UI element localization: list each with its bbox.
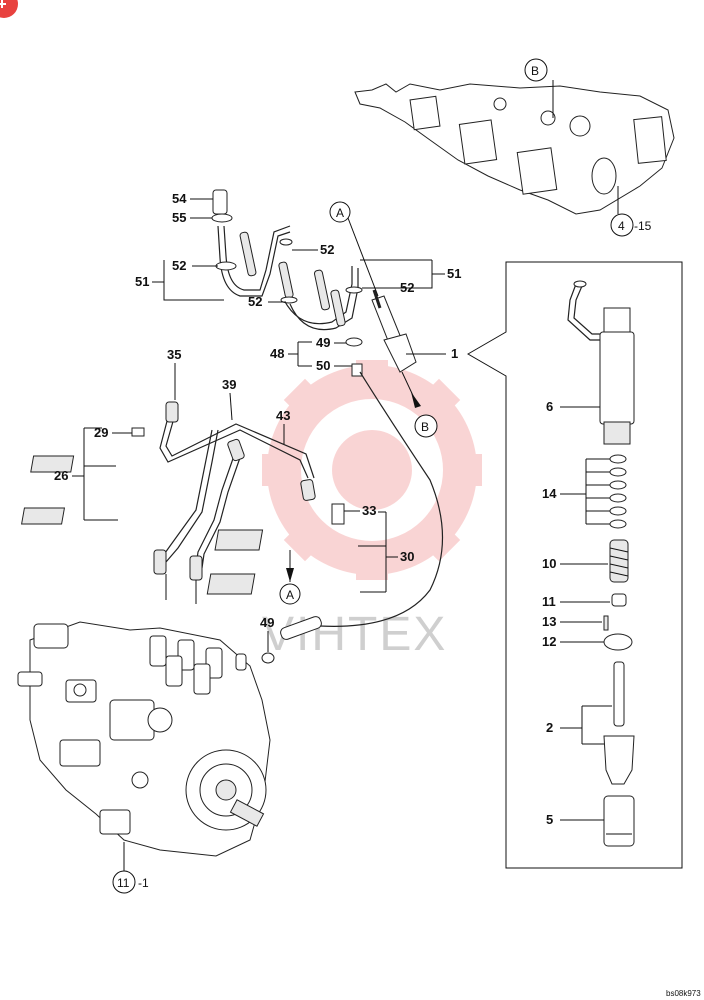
label-5: 5 xyxy=(546,812,553,827)
label-10: 10 xyxy=(542,556,556,571)
label-26: 26 xyxy=(54,468,68,483)
svg-text:11: 11 xyxy=(117,876,130,890)
injection-pump-drawing xyxy=(17,621,271,857)
injector-parts-drawing xyxy=(567,280,635,847)
label-14: 14 xyxy=(542,486,557,501)
label-54: 54 xyxy=(172,191,187,206)
svg-text:B: B xyxy=(421,420,429,434)
label-49-lower: 49 xyxy=(260,615,274,630)
label-33: 33 xyxy=(362,503,376,518)
svg-text:-15: -15 xyxy=(634,219,652,233)
svg-text:A: A xyxy=(336,206,344,220)
label-6: 6 xyxy=(546,399,553,414)
pipe-clamp-left-drawing xyxy=(21,427,145,525)
label-49-upper: 49 xyxy=(316,335,330,350)
label-12: 12 xyxy=(542,634,556,649)
svg-text:-1: -1 xyxy=(138,876,149,890)
label-35: 35 xyxy=(167,347,181,362)
injector-exploded-box xyxy=(467,261,683,869)
label-52-left: 52 xyxy=(172,258,186,273)
label-52-bottom: 52 xyxy=(248,294,262,309)
label-29: 29 xyxy=(94,425,108,440)
ref-head-4-15: 4 -15 xyxy=(610,213,652,237)
label-52-top-right: 52 xyxy=(320,242,334,257)
drawing-code: bs08k973 xyxy=(666,989,701,998)
label-48: 48 xyxy=(270,346,284,361)
pipe-clamp-right-drawing xyxy=(206,503,345,595)
injection-pipes-drawing xyxy=(153,401,316,604)
svg-text:4: 4 xyxy=(618,219,625,233)
ref-pump-11-1: 11 -1 xyxy=(112,870,149,894)
callout-a-upper: A xyxy=(329,201,351,223)
label-30: 30 xyxy=(400,549,414,564)
label-2: 2 xyxy=(546,720,553,735)
leak-off-pipe-assembly xyxy=(211,189,363,331)
label-39: 39 xyxy=(222,377,236,392)
cylinder-head-drawing xyxy=(354,83,675,215)
callout-b-top: B xyxy=(524,58,548,82)
label-51-left: 51 xyxy=(135,274,149,289)
label-50: 50 xyxy=(316,358,330,373)
label-11: 11 xyxy=(542,594,556,609)
injector-assembly-drawing xyxy=(371,289,421,408)
corner-logo-icon xyxy=(0,0,18,18)
label-43: 43 xyxy=(276,408,290,423)
label-13: 13 xyxy=(542,614,556,629)
watermark-gear-icon xyxy=(262,360,482,580)
washer-and-gasket-drawing xyxy=(261,337,443,664)
callout-a-lower: A xyxy=(279,583,301,605)
label-55: 55 xyxy=(172,210,186,225)
label-51-right: 51 xyxy=(447,266,461,281)
callout-b-lower: B xyxy=(414,414,438,438)
label-1: 1 xyxy=(451,346,458,361)
svg-text:A: A xyxy=(286,588,294,602)
svg-text:B: B xyxy=(531,64,539,78)
